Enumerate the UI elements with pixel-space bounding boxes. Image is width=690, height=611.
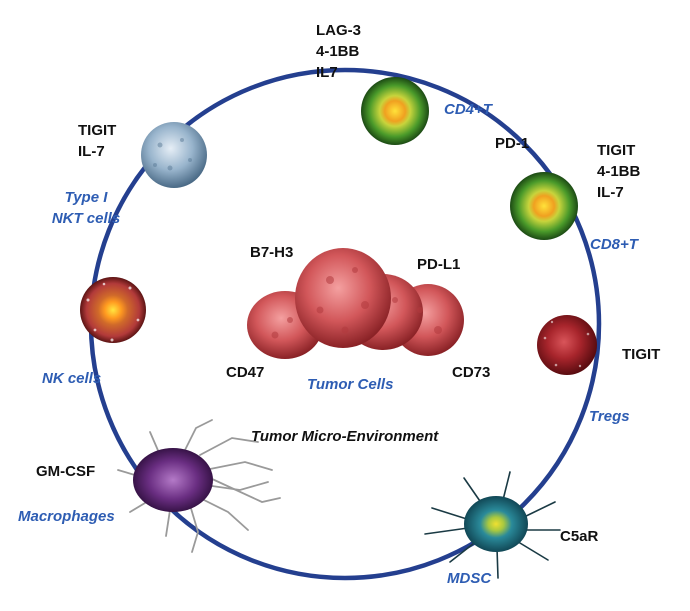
nkt-marker: IL-7 <box>78 143 105 160</box>
cd4t-marker: LAG-3 <box>316 22 361 39</box>
cd4t-marker: IL7 <box>316 64 338 81</box>
mdsc-label: MDSC <box>447 570 492 587</box>
tumor-marker-b7h3: B7-H3 <box>250 244 294 261</box>
cd4t-label: CD4+T <box>444 101 492 118</box>
nk-cells-label: NK cells <box>42 370 102 387</box>
cd8t-marker: TIGIT <box>597 142 636 159</box>
cd8t-marker: IL-7 <box>597 184 624 201</box>
nkt-cell-icon <box>141 122 207 188</box>
nk-cell-icon <box>80 277 146 343</box>
mdsc-marker: C5aR <box>560 528 599 545</box>
cd8t-label: CD8+T <box>590 236 638 253</box>
tme-label: Tumor Micro-Environment <box>251 428 439 445</box>
macrophage-icon <box>117 419 281 553</box>
nkt-label-line: Type I <box>64 189 108 206</box>
tumor-cell-cluster-icon <box>247 248 464 359</box>
tumor-cells-label: Tumor Cells <box>307 376 394 393</box>
nkt-label: Type I NKT cells <box>38 187 134 229</box>
treg-marker: TIGIT <box>622 346 661 363</box>
tumor-marker-pdl1: PD-L1 <box>417 256 461 273</box>
macrophage-marker: GM-CSF <box>36 463 96 480</box>
nkt-marker: TIGIT <box>78 122 117 139</box>
pd1-label: PD-1 <box>495 135 530 152</box>
macrophages-label: Macrophages <box>18 508 115 525</box>
cd4t-marker-list: LAG-3 4-1BB IL7 <box>316 20 361 83</box>
mdsc-cell-icon <box>424 471 561 579</box>
cd4t-marker: 4-1BB <box>316 43 360 60</box>
cd8t-cell-icon <box>510 172 578 240</box>
tumor-marker-cd47: CD47 <box>226 364 265 381</box>
tumor-marker-cd73: CD73 <box>452 364 491 381</box>
nkt-marker-list: TIGIT IL-7 <box>78 120 116 162</box>
nkt-label-line: NKT cells <box>51 210 121 227</box>
tregs-label: Tregs <box>589 408 630 425</box>
cd8t-marker: 4-1BB <box>597 163 641 180</box>
treg-cell-icon <box>537 315 597 375</box>
cd8t-marker-list: TIGIT 4-1BB IL-7 <box>597 140 640 203</box>
cd4t-cell-icon <box>361 77 429 145</box>
